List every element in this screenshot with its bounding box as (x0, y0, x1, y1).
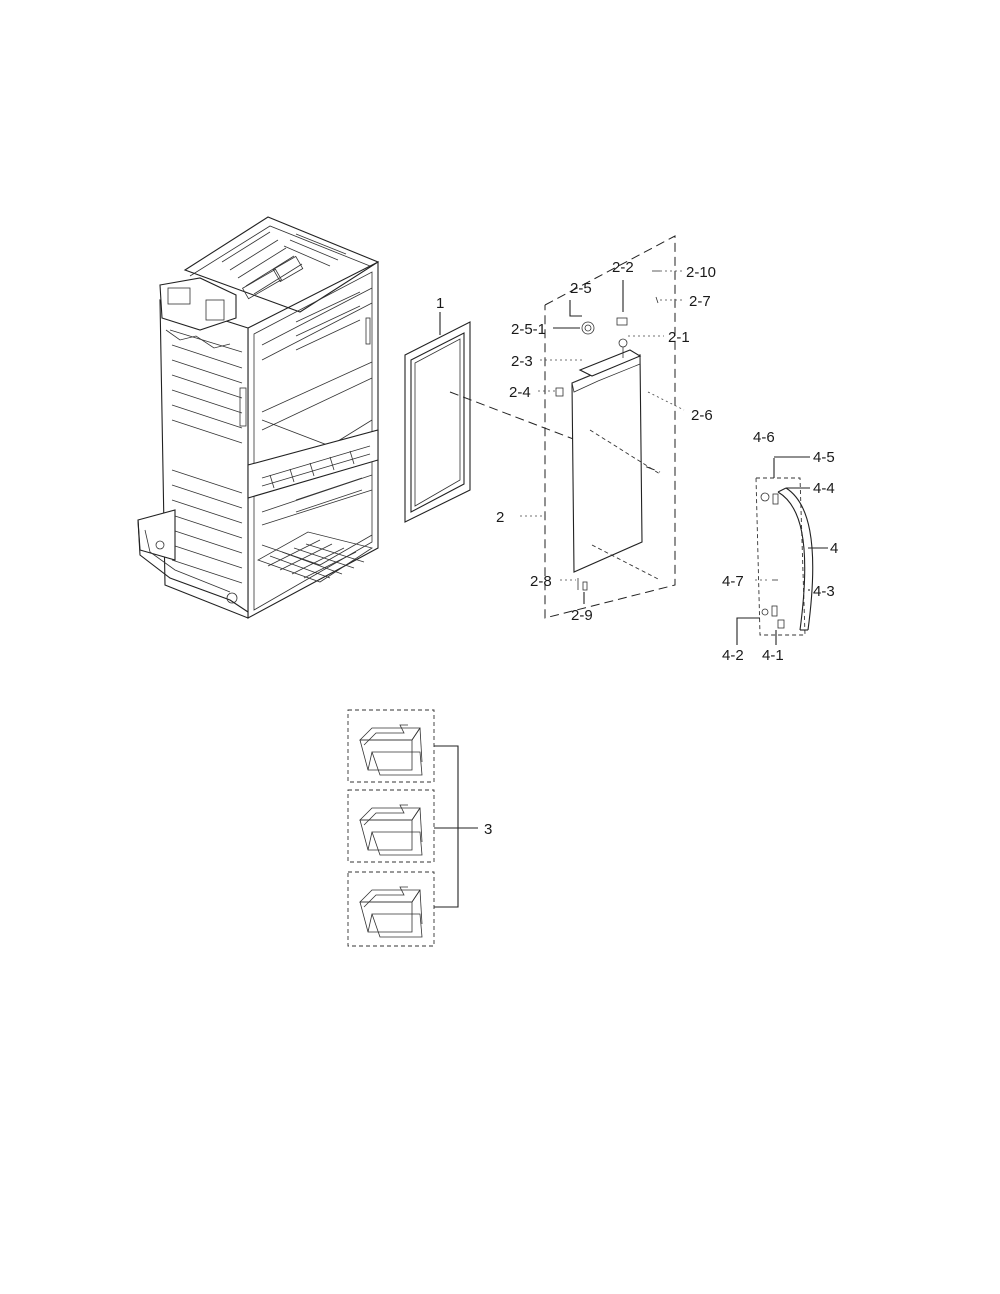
label-4-2: 4-2 (722, 647, 744, 664)
label-2-10: 2-10 (686, 264, 716, 281)
handle-assembly-group (736, 456, 828, 645)
label-4-6: 4-6 (753, 429, 775, 446)
label-4: 4 (830, 540, 838, 557)
label-2-6: 2-6 (691, 407, 713, 424)
door-bin-2 (359, 804, 423, 856)
label-2-1: 2-1 (668, 329, 690, 346)
door-bin-1 (359, 724, 423, 776)
door-assembly-group (520, 235, 685, 619)
label-4-4: 4-4 (813, 480, 835, 497)
label-4-1: 4-1 (762, 647, 784, 664)
label-2-8: 2-8 (530, 573, 552, 590)
label-4-3: 4-3 (813, 583, 835, 600)
door-bin-3 (359, 886, 423, 938)
label-2-3: 2-3 (511, 353, 533, 370)
label-2-5: 2-5 (570, 280, 592, 297)
door-bins-group (347, 709, 478, 947)
label-2-9: 2-9 (571, 607, 593, 624)
part-labels: 1 2 2-1 2-2 2-3 2-4 2-5 2-5-1 2-6 2-7 2-… (436, 259, 838, 838)
door-gasket (404, 321, 471, 523)
label-2-2: 2-2 (612, 259, 634, 276)
label-4-7: 4-7 (722, 573, 744, 590)
label-4-5: 4-5 (813, 449, 835, 466)
label-2-5-1: 2-5-1 (511, 321, 546, 338)
label-3: 3 (484, 821, 492, 838)
refrigerator-cabinet (137, 216, 380, 619)
label-1: 1 (436, 295, 444, 312)
label-2-4: 2-4 (509, 384, 531, 401)
label-2: 2 (496, 509, 504, 526)
label-2-7: 2-7 (689, 293, 711, 310)
